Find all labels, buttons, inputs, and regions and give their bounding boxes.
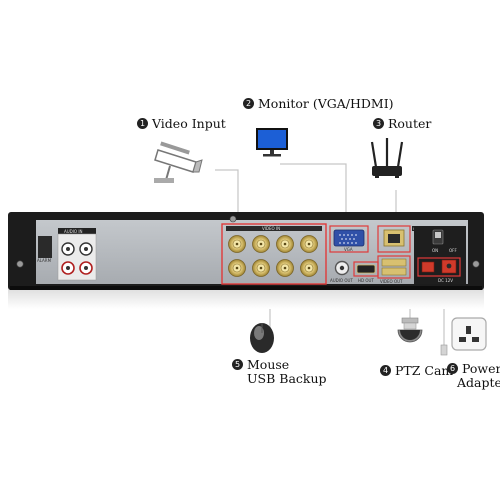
callout-monitor: 2 Monitor (VGA/HDMI) bbox=[243, 97, 394, 111]
bnc-connector-8-pin bbox=[307, 266, 311, 270]
bnc-connector-6-pin bbox=[259, 266, 263, 270]
callout-ptz-cam: 4 PTZ Cam bbox=[380, 364, 453, 378]
usb-port-1 bbox=[381, 258, 407, 267]
bnc-connector-5-pin bbox=[235, 266, 239, 270]
callout-router: 3 Router bbox=[373, 117, 431, 131]
callout-label-adapter: Adapter bbox=[457, 375, 500, 390]
callout-number-6: 6 bbox=[447, 363, 458, 374]
router-icon bbox=[370, 138, 404, 178]
callout-label-ptz-cam: PTZ Cam bbox=[395, 363, 454, 378]
cctv-camera-icon bbox=[154, 141, 203, 183]
callout-number-2: 2 bbox=[243, 98, 254, 109]
callout-mouse: 5 Mouse USB Backup bbox=[232, 358, 327, 386]
lan-usb-section: VIDEO OUT bbox=[377, 225, 411, 284]
callout-power-adapter: 6 Power Adapter bbox=[447, 362, 500, 390]
callout-number-4: 4 bbox=[380, 365, 391, 376]
rs485-terminal bbox=[421, 261, 435, 273]
ptz-camera-icon bbox=[397, 317, 423, 343]
off-label: OFF bbox=[449, 248, 457, 253]
vga-label: VGA bbox=[344, 247, 353, 252]
callout-number-5: 5 bbox=[232, 359, 243, 370]
bnc-connector-1-pin bbox=[235, 242, 239, 246]
hdmi-port bbox=[356, 264, 376, 274]
panel-screw-right bbox=[472, 260, 480, 268]
callout-label-usb-backup: USB Backup bbox=[247, 371, 327, 386]
power-plug-icon bbox=[440, 317, 487, 356]
callout-label-monitor: Monitor (VGA/HDMI) bbox=[258, 96, 394, 111]
audio-in-label: AUDIO IN bbox=[64, 229, 83, 234]
line-video-input bbox=[215, 169, 239, 218]
callout-label-power: Power bbox=[462, 361, 500, 376]
callout-number-3: 3 bbox=[373, 118, 384, 129]
alarm-terminal bbox=[38, 236, 52, 258]
line-monitor bbox=[280, 163, 347, 222]
alarm-label: ALARM bbox=[37, 258, 52, 263]
monitor-icon bbox=[256, 128, 288, 157]
power-label: DC 12V bbox=[438, 278, 453, 283]
vga-highlight bbox=[329, 225, 369, 253]
audio-in-section: AUDIO IN ALARM bbox=[37, 228, 97, 281]
usb-port-2 bbox=[381, 267, 407, 276]
on-label: ON bbox=[432, 248, 438, 253]
video-out-label: VIDEO OUT bbox=[380, 279, 403, 284]
audio-in-header bbox=[58, 228, 96, 234]
av-out-section: VGA AUDIO OUT HD OUT bbox=[329, 225, 379, 283]
panel-screw-left bbox=[16, 260, 24, 268]
bnc-connector-3-pin bbox=[283, 242, 287, 246]
callout-label-mouse: Mouse bbox=[247, 357, 290, 372]
bnc-connector-7-pin bbox=[283, 266, 287, 270]
callout-video-input: 1 Video Input bbox=[137, 117, 226, 131]
panel-screw-top bbox=[229, 215, 237, 223]
rs485-highlight bbox=[417, 257, 461, 277]
bnc-connector-2-pin bbox=[259, 242, 263, 246]
vga-port bbox=[333, 229, 365, 247]
callout-number-1: 1 bbox=[137, 118, 148, 129]
bnc-connectors bbox=[228, 235, 318, 277]
callout-label-video-input: Video Input bbox=[152, 116, 226, 131]
bnc-connector-4-pin bbox=[307, 242, 311, 246]
video-in-block: VIDEO IN bbox=[221, 223, 327, 285]
lan-highlight bbox=[377, 225, 411, 253]
callout-label-router: Router bbox=[388, 116, 432, 131]
hd-out-label: HD OUT bbox=[358, 278, 374, 283]
usb-highlight bbox=[377, 255, 411, 279]
video-in-highlight bbox=[221, 223, 327, 285]
video-in-label: VIDEO IN bbox=[262, 226, 280, 231]
video-in-header bbox=[226, 226, 322, 231]
audio-out-label: AUDIO OUT bbox=[330, 278, 353, 283]
mouse-icon bbox=[250, 323, 274, 353]
power-section: AUDIO IN ON OFF DC 12V bbox=[412, 226, 466, 284]
chassis-bottom-edge bbox=[10, 286, 482, 290]
